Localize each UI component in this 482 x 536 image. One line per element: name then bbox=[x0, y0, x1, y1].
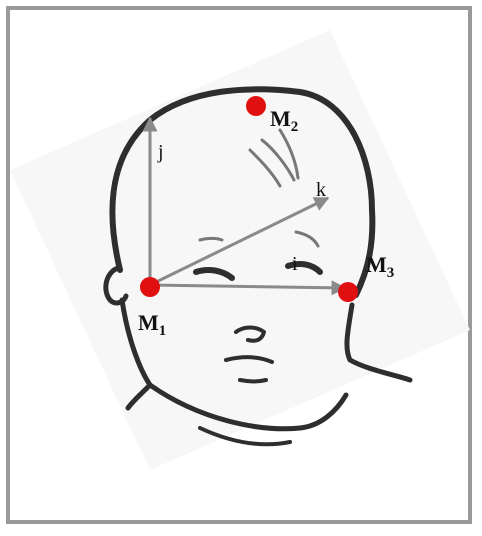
marker-m3 bbox=[338, 282, 358, 302]
m1-letter: M bbox=[138, 310, 159, 335]
sketch-background bbox=[10, 30, 470, 470]
m2-subscript: 2 bbox=[291, 119, 299, 135]
left-eyebrow bbox=[200, 239, 222, 241]
m3-letter: M bbox=[366, 252, 387, 277]
m2-letter: M bbox=[270, 106, 291, 131]
marker-m2 bbox=[246, 96, 266, 116]
i-axis-label: i bbox=[292, 253, 298, 275]
k-axis-label: k bbox=[316, 179, 326, 201]
m1-subscript: 1 bbox=[159, 323, 167, 339]
marker-m1 bbox=[140, 277, 160, 297]
mouth-lower bbox=[240, 380, 266, 382]
j-axis-label: j bbox=[157, 141, 164, 163]
m3-subscript: 3 bbox=[387, 265, 395, 281]
